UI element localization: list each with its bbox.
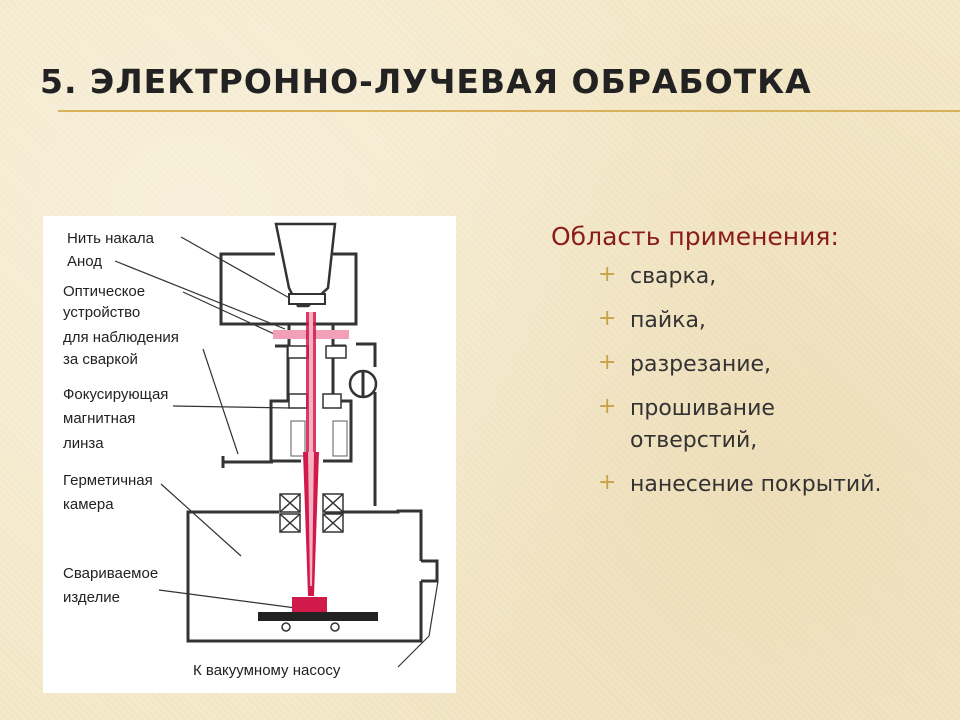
label-optical-1: Оптическое [63, 283, 145, 300]
lens-internals [290, 420, 348, 457]
label-focus-3: линза [63, 435, 104, 452]
applications-list: +сварка, +пайка, +разрезание, +прошивани… [551, 261, 951, 501]
electron-beam [303, 312, 319, 596]
plus-bullet-icon: + [598, 470, 617, 495]
plus-bullet-icon: + [598, 350, 617, 375]
label-chamber-1: Герметичная [63, 472, 153, 489]
applications-heading: Область применения: [551, 222, 839, 251]
diagram-svg: Нить накала Анод Оптическое устройство д… [63, 222, 439, 679]
table-wheels [281, 622, 340, 632]
slide-title: 5. ЭЛЕКТРОННО-ЛУЧЕВАЯ ОБРАБОТКА [40, 62, 812, 101]
apparatus-outline [186, 252, 439, 643]
workpiece [292, 597, 327, 613]
label-vacuum-pump: К вакуумному насосу [193, 662, 341, 679]
work-table [258, 612, 378, 621]
leader-lines [114, 236, 439, 668]
label-workpiece-1: Свариваемое [63, 565, 158, 582]
list-item: +пайка, [598, 305, 951, 337]
plus-bullet-icon: + [598, 262, 617, 287]
label-focus-2: магнитная [63, 410, 135, 427]
list-item: +прошивание отверстий, [598, 393, 840, 457]
label-optical-3: для наблюдения [63, 329, 179, 346]
applications-panel: Область применения: +сварка, +пайка, +ра… [551, 222, 951, 513]
title-divider [58, 110, 960, 112]
list-item: +разрезание, [598, 349, 951, 381]
label-optical-2: устройство [63, 304, 140, 321]
label-anode: Анод [67, 253, 102, 270]
label-chamber-2: камера [63, 496, 114, 513]
electron-beam-diagram: Нить накала Анод Оптическое устройство д… [43, 216, 456, 693]
plus-bullet-icon: + [598, 306, 617, 331]
magnetic-lens-coils [279, 345, 347, 533]
list-item: +нанесение покрытий. [598, 469, 951, 501]
label-filament: Нить накала [67, 230, 155, 247]
list-item: +сварка, [598, 261, 951, 293]
label-optical-4: за сваркой [63, 351, 138, 368]
label-focus-1: Фокусирующая [63, 386, 168, 403]
plus-bullet-icon: + [598, 394, 617, 419]
cathode-icon [274, 222, 337, 308]
label-workpiece-2: изделие [63, 589, 120, 606]
filament-holder [288, 293, 326, 305]
